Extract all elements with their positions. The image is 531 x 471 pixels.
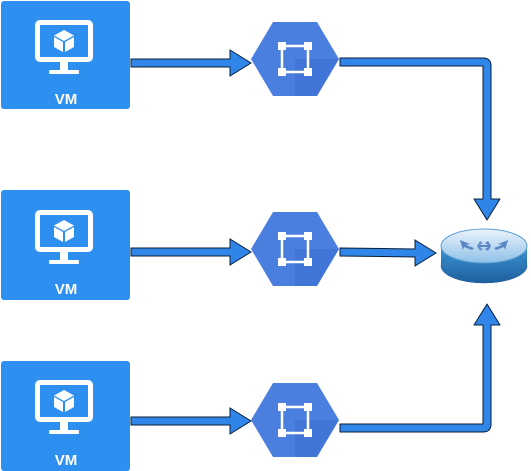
arrow-hub2-to-router [339,239,437,267]
network-hub-hexagon-icon [251,212,339,286]
router-icon [440,228,528,284]
network-hub-hexagon-icon [251,22,339,96]
network-hub-1 [251,22,339,96]
vm-label: VM [55,281,78,298]
virtual-machine-icon [35,210,93,264]
vm-node-3: VM [1,361,130,471]
vm-node-1: VM [1,1,130,109]
vm-label: VM [55,91,78,108]
network-hub-2 [251,212,339,286]
arrow-vm3-to-hub3 [130,407,252,435]
vm-node-2: VM [1,190,130,300]
vm-label: VM [55,452,78,469]
virtual-machine-icon [35,20,93,74]
router [440,228,528,284]
arrow-vm2-to-hub2 [130,238,252,266]
network-hub-3 [251,383,339,457]
arrow-vm1-to-hub1 [130,49,252,77]
arrow-hub3-to-router [339,303,501,433]
virtual-machine-icon [35,380,93,434]
network-hub-hexagon-icon [251,383,339,457]
arrow-hub1-to-router [339,57,501,221]
